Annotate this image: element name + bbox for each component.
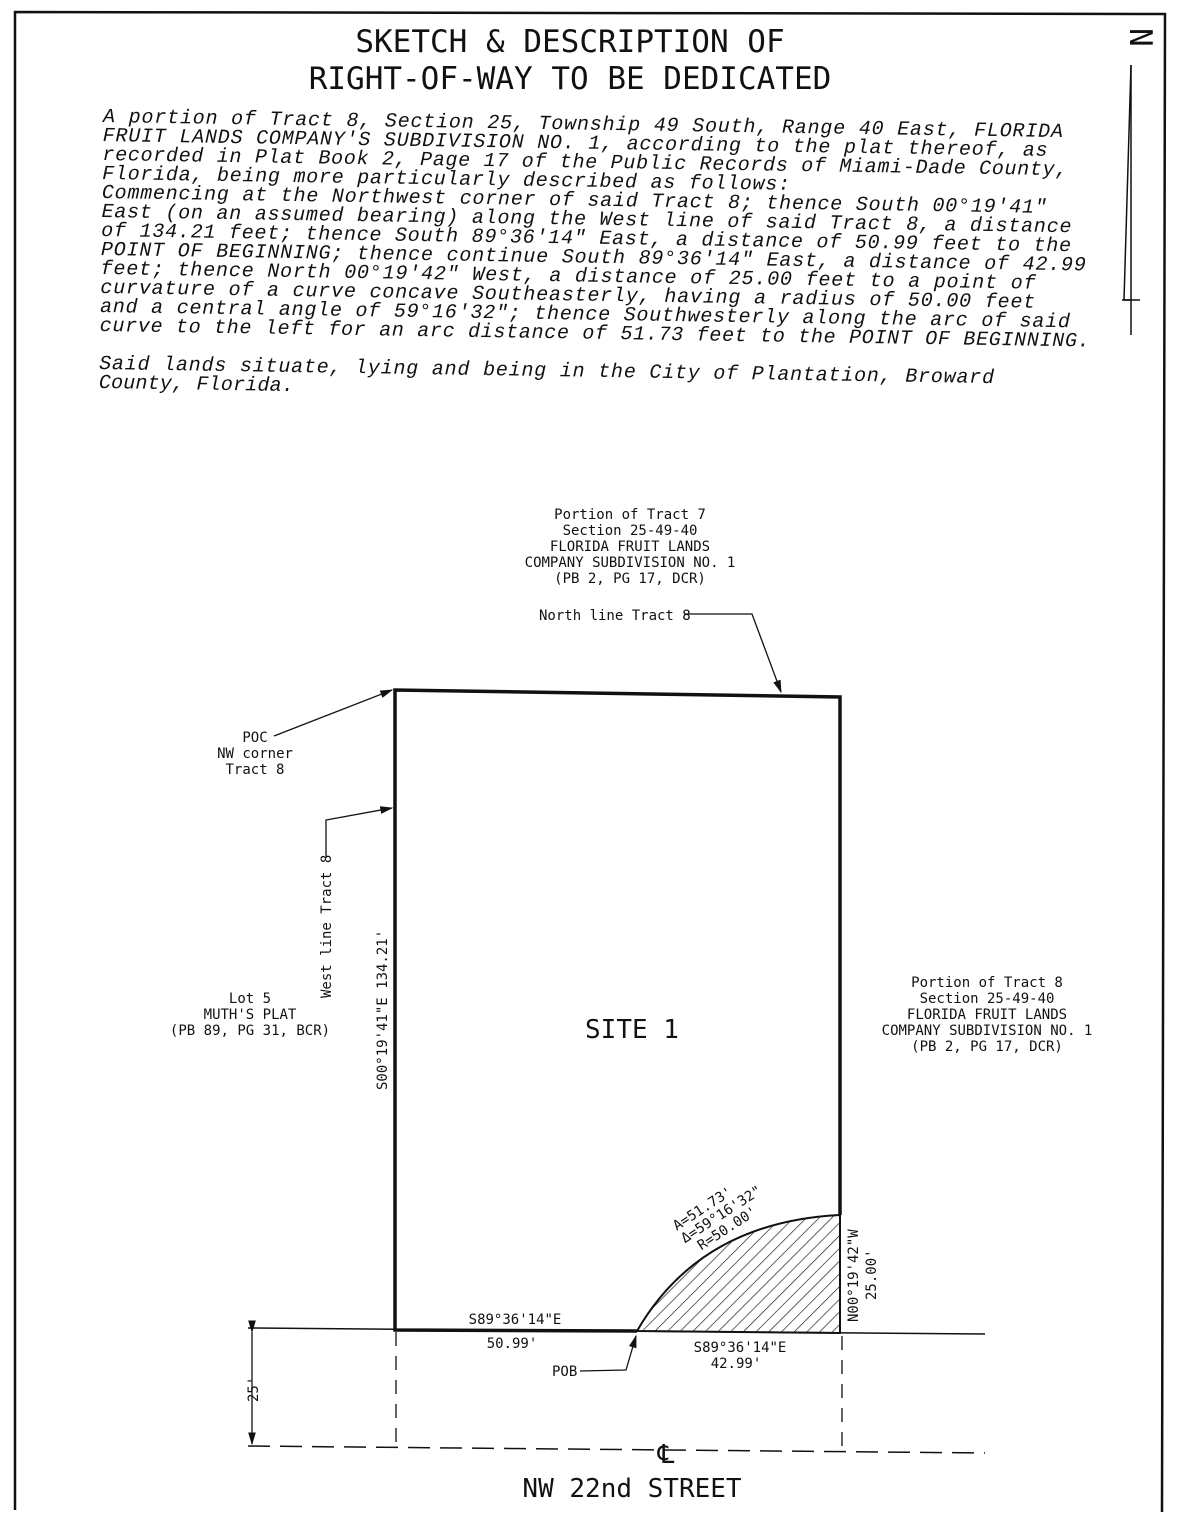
label-line: NW corner bbox=[217, 746, 293, 762]
curve-data-label: A=51.73' Δ=59°16'32" R=50.00' bbox=[670, 1183, 765, 1254]
label-line: Section 25-49-40 bbox=[920, 991, 1055, 1007]
title-line-1: SKETCH & DESCRIPTION OF bbox=[355, 24, 784, 60]
street-name: NW 22nd STREET bbox=[522, 1474, 741, 1504]
south-bearing-2: S89°36'14"E bbox=[694, 1340, 787, 1356]
south-distance-1: 50.99' bbox=[487, 1336, 538, 1352]
west-bearing-label: S00°19'41"E 134.21' bbox=[375, 930, 391, 1090]
lot-5-label: Lot 5 MUTH'S PLAT (PB 89, PG 31, BCR) bbox=[170, 991, 330, 1039]
label-line: Portion of Tract 8 bbox=[911, 975, 1063, 991]
pob-label: POB bbox=[552, 1364, 577, 1380]
pob-leader bbox=[579, 1334, 637, 1372]
label-line: POC bbox=[242, 730, 267, 746]
label-line: COMPANY SUBDIVISION NO. 1 bbox=[525, 555, 736, 571]
right-of-way-line bbox=[247, 1327, 986, 1335]
south-distance-2: 42.99' bbox=[711, 1356, 762, 1372]
right-of-way-hatch bbox=[635, 1213, 841, 1335]
label-line: MUTH'S PLAT bbox=[204, 1007, 297, 1023]
west-line-label: West line Tract 8 bbox=[319, 855, 335, 998]
label-line: (PB 2, PG 17, DCR) bbox=[554, 571, 706, 587]
tract-7-label: Portion of Tract 7 Section 25-49-40 FLOR… bbox=[525, 507, 736, 587]
label-line: FLORIDA FRUIT LANDS bbox=[907, 1007, 1067, 1023]
label-line: FLORIDA FRUIT LANDS bbox=[550, 539, 710, 555]
east-distance-label: 25.00' bbox=[864, 1249, 880, 1300]
label-line: COMPANY SUBDIVISION NO. 1 bbox=[882, 1023, 1093, 1039]
poc-leader bbox=[273, 689, 394, 737]
east-bearing-label: N00°19'42"W bbox=[846, 1229, 862, 1322]
site-label: SITE 1 bbox=[585, 1015, 679, 1045]
label-line: (PB 2, PG 17, DCR) bbox=[911, 1039, 1063, 1055]
north-line-label: North line Tract 8 bbox=[539, 608, 691, 624]
title-line-2: RIGHT-OF-WAY TO BE DEDICATED bbox=[309, 61, 832, 97]
north-line-leader bbox=[684, 613, 782, 694]
label-line: Tract 8 bbox=[225, 762, 284, 778]
west-line-leader bbox=[325, 806, 394, 858]
street-centerline bbox=[247, 1445, 986, 1454]
page-border bbox=[13, 10, 1167, 1513]
south-bearing-1: S89°36'14"E bbox=[469, 1312, 562, 1328]
poc-label: POC NW corner Tract 8 bbox=[217, 730, 293, 778]
north-arrow-icon: N bbox=[1122, 28, 1158, 335]
row-width-label: 25' bbox=[246, 1377, 262, 1402]
label-line: (PB 89, PG 31, BCR) bbox=[170, 1023, 330, 1039]
situate-line: County, Florida. bbox=[99, 372, 294, 398]
north-label: N bbox=[1122, 28, 1158, 47]
centerline-symbol: ℄ bbox=[657, 1440, 675, 1470]
label-line: Portion of Tract 7 bbox=[554, 507, 706, 523]
label-line: Lot 5 bbox=[229, 991, 271, 1007]
label-line: Section 25-49-40 bbox=[563, 523, 698, 539]
tract-8-label: Portion of Tract 8 Section 25-49-40 FLOR… bbox=[882, 975, 1093, 1055]
legal-description: A portion of Tract 8, Section 25, Townsh… bbox=[99, 106, 1090, 398]
